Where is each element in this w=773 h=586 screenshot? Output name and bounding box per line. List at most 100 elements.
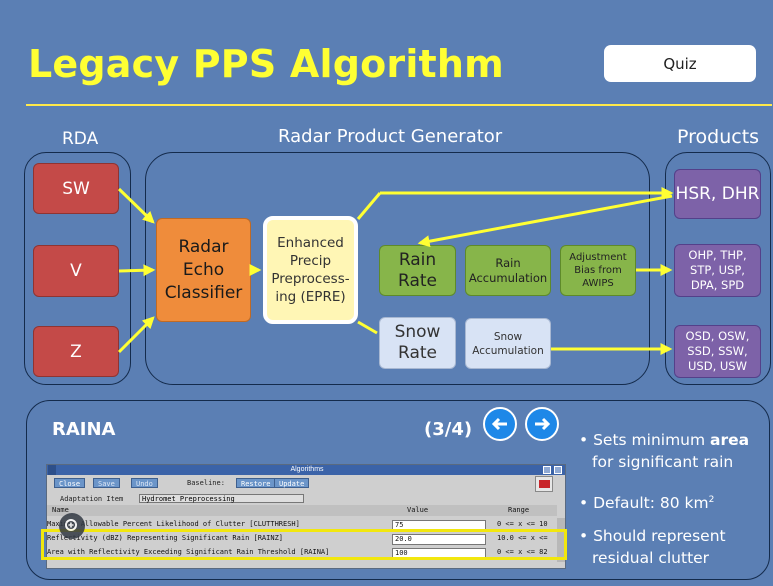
rain-accumulation-box: Rain Accumulation: [465, 245, 551, 296]
snow-products-line-3: USD, USW: [688, 359, 747, 373]
snow-products-line-1: OSD, OSW,: [685, 329, 750, 343]
row-range: 10.0 <= x <=: [497, 534, 548, 542]
undo-button[interactable]: Undo: [131, 478, 158, 488]
rec-line-1: Radar: [178, 236, 229, 257]
flow-arrows: [117, 187, 674, 355]
arrow-epre-to-hsr: [356, 192, 382, 220]
row-name: Area with Reflectivity Exceeding Signifi…: [47, 548, 330, 556]
title-divider: [26, 104, 772, 106]
epre-line-4: ing (EPRE): [275, 289, 346, 305]
row-name: Maximum Allowable Percent Likelihood of …: [47, 520, 300, 528]
rda-box-z: Z: [33, 326, 119, 377]
row-range: 0 <= x <= 82: [497, 548, 548, 556]
snow-rate-line-2: Rate: [398, 343, 437, 363]
window-title: Algorithms: [47, 465, 565, 475]
rda-box-sw: SW: [33, 163, 119, 214]
bullet-2-text: Default: 80 km: [593, 494, 709, 513]
rec-line-3: Classifier: [164, 282, 243, 303]
rda-panel: [24, 152, 131, 385]
restore-button[interactable]: Restore: [236, 478, 276, 488]
close-button[interactable]: Close: [54, 478, 86, 488]
update-button[interactable]: Update: [274, 478, 310, 488]
snow-rate-line-1: Snow: [394, 322, 441, 342]
prev-button[interactable]: [483, 407, 517, 441]
rda-header: RDA: [62, 129, 99, 149]
bullet-minimum-area: • Sets minimum area for significant rain: [579, 431, 750, 471]
adaptation-item-value: Hydromet Preprocessing: [142, 495, 235, 503]
bullet-residual-clutter: • Should represent residual clutter: [579, 527, 726, 567]
bullet-2-sup: 2: [708, 495, 715, 505]
table-header: Name Value Range: [47, 505, 557, 516]
bullet-default: • Default: 80 km2: [579, 494, 715, 513]
radar-echo-classifier-box: Radar Echo Classifier: [156, 218, 251, 322]
arrow-right-icon: [535, 417, 551, 431]
arrow-z-to-rec: [117, 316, 155, 354]
rpg-header: Radar Product Generator: [278, 126, 503, 147]
save-button[interactable]: Save: [93, 478, 120, 488]
epre-line-1: Enhanced: [277, 235, 344, 251]
bullet-3-line-1: Should represent: [593, 527, 726, 545]
epre-line-2: Precip: [289, 253, 332, 269]
arrow-hsr-to-rainrate: [417, 194, 673, 248]
row-range: 0 <= x <= 10: [497, 520, 548, 528]
products-header: Products: [677, 126, 760, 148]
snow-acc-line-1: Snow: [493, 330, 523, 343]
page-title: Legacy PPS Algorithm: [28, 42, 504, 86]
epre-line-3: Preprocess-: [271, 271, 350, 287]
zoom-icon[interactable]: [59, 513, 85, 539]
next-button[interactable]: [525, 407, 559, 441]
rain-products-line-2: STP, USP,: [690, 263, 745, 277]
product-box-snow: OSD, OSW, SSD, SSW, USD, USW: [674, 325, 761, 378]
bullet-3-line-2: residual clutter: [592, 549, 710, 567]
row-name: Reflectivity (dBZ) Representing Signific…: [47, 534, 284, 542]
rain-acc-line-2: Accumulation: [468, 270, 548, 285]
rain-rate-line-1: Rain: [398, 249, 437, 270]
epre-box: Enhanced Precip Preprocess- ing (EPRE): [263, 216, 358, 324]
minimize-icon[interactable]: [543, 466, 551, 474]
rain-acc-line-1: Rain: [495, 255, 521, 270]
col-value-header: Value: [407, 506, 429, 514]
arrow-left-icon: [491, 417, 507, 431]
adjustment-bias-box: Adjustment Bias from AWIPS: [560, 245, 636, 296]
adj-line-2: Bias from: [574, 265, 622, 276]
adj-line-1: Adjustment: [569, 252, 627, 263]
snow-acc-line-2: Accumulation: [472, 344, 544, 357]
row-value-field[interactable]: 20.0: [392, 534, 486, 545]
quiz-button[interactable]: Quiz: [604, 45, 756, 82]
magnifier-icon: [65, 519, 77, 531]
arrow-sw-to-rec: [117, 187, 155, 224]
snow-accumulation-box: Snow Accumulation: [465, 318, 551, 369]
product-box-hsr-dhr: HSR, DHR: [674, 169, 761, 219]
highlight-frame: [41, 529, 567, 560]
col-range-header: Range: [508, 506, 530, 514]
snow-products-line-2: SSD, SSW,: [687, 344, 748, 358]
raina-counter: (3/4): [424, 419, 473, 440]
maximize-icon[interactable]: [554, 466, 562, 474]
table-scrollbar[interactable]: [557, 518, 565, 562]
adaptation-item-label: Adaptation Item: [60, 495, 124, 503]
algorithms-window: Algorithms Close Save Undo Baseline: Res…: [46, 464, 566, 569]
baseline-label: Baseline:: [187, 479, 225, 487]
bullet-1-bold: area: [710, 431, 750, 449]
rec-line-2: Echo: [182, 259, 225, 280]
arrow-epre-to-snow: [357, 320, 378, 335]
bullet-1-pre: Sets minimum: [593, 431, 711, 449]
rain-rate-box: Rain Rate: [379, 245, 456, 296]
col-name-header: Name: [52, 506, 69, 514]
window-menu-icon[interactable]: [48, 465, 56, 475]
arrow-v-to-rec: [118, 264, 156, 277]
adj-line-3: AWIPS: [582, 278, 614, 289]
rain-products-line-3: DPA, SPD: [690, 278, 745, 292]
rain-products-line-1: OHP, THP,: [688, 248, 747, 262]
rain-rate-line-2: Rate: [398, 270, 437, 291]
snow-rate-box: Snow Rate: [379, 317, 456, 369]
adaptation-item-select[interactable]: Hydromet Preprocessing: [139, 494, 304, 503]
alert-icon[interactable]: [535, 476, 553, 492]
bullet-1-line-2: for significant rain: [592, 453, 734, 471]
rda-box-v: V: [33, 245, 119, 297]
raina-title: RAINA: [52, 419, 116, 440]
raina-panel: [26, 400, 770, 580]
table-row: Reflectivity (dBZ) Representing Signific…: [47, 533, 557, 545]
product-box-rain: OHP, THP, STP, USP, DPA, SPD: [674, 244, 761, 297]
